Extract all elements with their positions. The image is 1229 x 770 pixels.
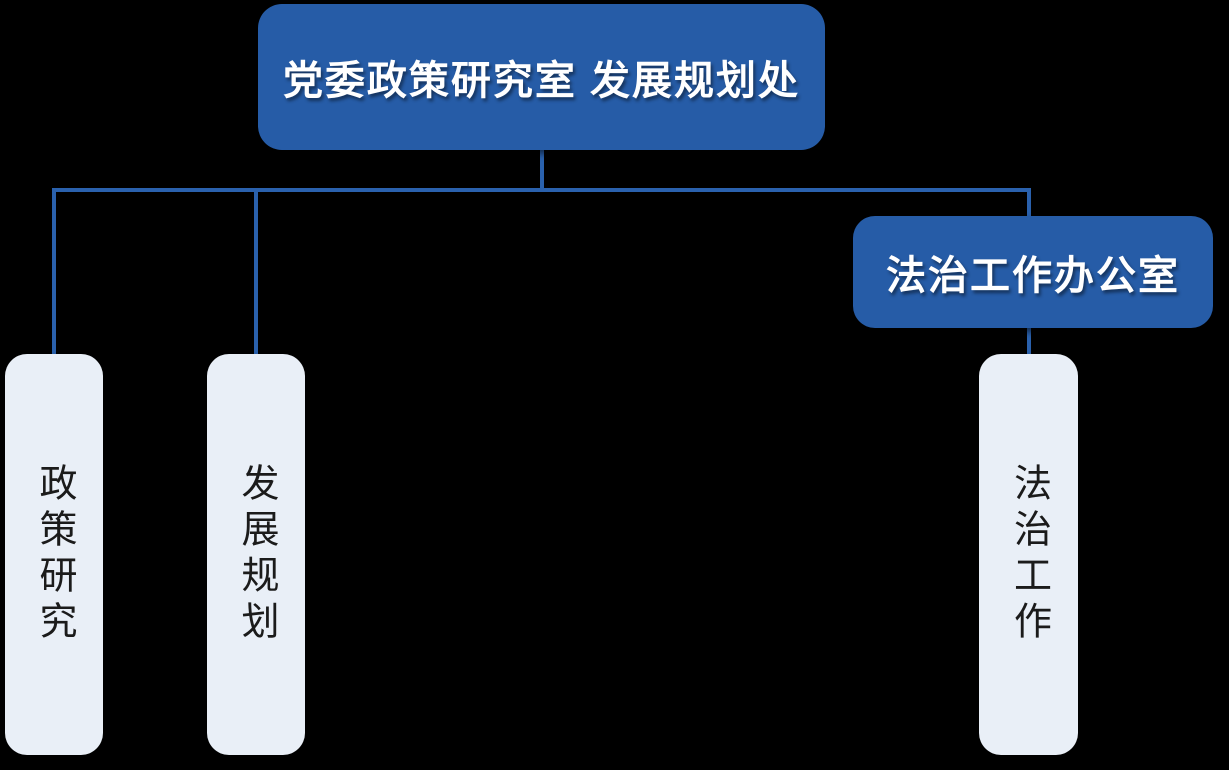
connector-drop-development-planning bbox=[254, 190, 258, 356]
legal-office-label: 法治工作办公室 bbox=[886, 254, 1180, 298]
leaf-label-legal-work: 法治工作 bbox=[1007, 462, 1050, 647]
leaf-node-legal-work: 法治工作 bbox=[979, 354, 1078, 755]
leaf-node-policy-research: 政策研究 bbox=[5, 354, 103, 755]
leaf-label-policy-research: 政策研究 bbox=[33, 462, 75, 647]
legal-office-node: 法治工作办公室 bbox=[853, 216, 1213, 328]
root-node-policy-research-office: 党委政策研究室 发展规划处 bbox=[258, 4, 825, 150]
connector-horizontal-rail bbox=[52, 188, 1031, 192]
leaf-node-development-planning: 发展规划 bbox=[207, 354, 305, 755]
leaf-label-development-planning: 发展规划 bbox=[235, 462, 277, 647]
root-node-label: 党委政策研究室 发展规划处 bbox=[282, 59, 801, 103]
connector-drop-policy-research bbox=[52, 190, 56, 356]
connector-legal-office-to-leaf bbox=[1027, 326, 1031, 356]
connector-drop-legal-office bbox=[1027, 190, 1031, 218]
connector-root-stub bbox=[540, 150, 544, 188]
